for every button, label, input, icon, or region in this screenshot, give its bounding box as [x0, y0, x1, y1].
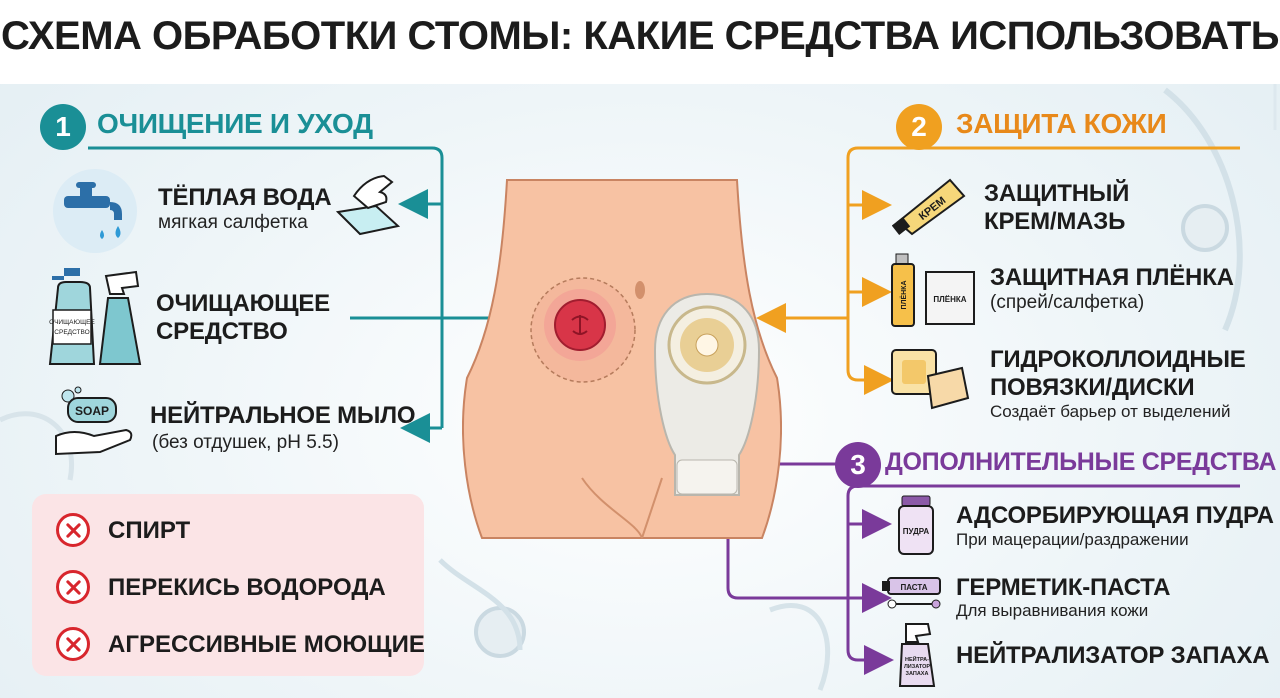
avoid-item-harsh-detergents: АГРЕССИВНЫЕ МОЮЩИЕ	[108, 631, 425, 658]
prohibited-icon	[56, 627, 90, 661]
hydrocolloid-icon	[891, 349, 970, 410]
avoid-item-alcohol: СПИРТ	[108, 517, 191, 544]
cream-title-line-1: ЗАЩИТНЫЙ	[984, 180, 1130, 207]
section-1-title: ОЧИЩЕНИЕ И УХОД	[97, 108, 373, 139]
protective-film-subtitle: (спрей/салфетка)	[990, 292, 1145, 313]
cream-title-line-2: КРЕМ/МАЗЬ	[984, 208, 1126, 235]
paste-title: ГЕРМЕТИК-ПАСТА	[956, 574, 1171, 601]
prohibited-icon	[56, 513, 90, 547]
hydrocolloid-title-line-2: ПОВЯЗКИ/ДИСКИ	[990, 374, 1195, 401]
film-spray-icon: ПЛЁНКА ПЛЁНКА	[891, 253, 975, 327]
section-1-number: 1	[40, 104, 86, 150]
paste-tube-icon: ПАСТА	[882, 577, 941, 609]
svg-text:СРЕДСТВО: СРЕДСТВО	[54, 329, 89, 336]
cleanser-title-line-1: ОЧИЩАЮЩЕЕ	[156, 290, 330, 317]
paste-subtitle: Для выравнивания кожи	[956, 601, 1149, 620]
avoid-item-peroxide: ПЕРЕКИСЬ ВОДОРОДА	[108, 574, 386, 601]
avoid-list-box	[32, 494, 424, 676]
page-title: СХЕМА ОБРАБОТКИ СТОМЫ: КАКИЕ СРЕДСТВА ИС…	[0, 14, 1280, 58]
section-2-number: 2	[896, 104, 942, 150]
powder-title: АДСОРБИРУЮЩАЯ ПУДРА	[956, 502, 1274, 529]
svg-text:ЛИЗАТОР: ЛИЗАТОР	[904, 664, 930, 670]
warm-water-title: ТЁПЛАЯ ВОДА	[158, 184, 332, 211]
neutral-soap-title: НЕЙТРАЛЬНОЕ МЫЛО	[150, 402, 416, 429]
section-3-title: ДОПОЛНИТЕЛЬНЫЕ СРЕДСТВА	[885, 448, 1277, 476]
warm-water-subtitle: мягкая салфетка	[158, 212, 308, 233]
ostomy-pouch-illustration	[653, 292, 761, 496]
svg-text:ПЛЁНКА: ПЛЁНКА	[900, 280, 908, 309]
cleanser-title-line-2: СРЕДСТВО	[156, 318, 288, 345]
soap-hand-icon: SOAP	[55, 386, 133, 456]
powder-jar-icon: ПУДРА	[898, 495, 934, 555]
svg-text:НЕЙТРА-: НЕЙТРА-	[905, 655, 929, 663]
svg-text:ОЧИЩАЮЩЕЕ: ОЧИЩАЮЩЕЕ	[49, 319, 95, 326]
svg-text:ПУДРА: ПУДРА	[903, 527, 930, 536]
svg-text:SOAP: SOAP	[75, 404, 109, 418]
protective-film-title: ЗАЩИТНАЯ ПЛЁНКА	[990, 264, 1234, 291]
odor-neutralizer-title: НЕЙТРАЛИЗАТОР ЗАПАХА	[956, 642, 1270, 669]
neutral-soap-subtitle: (без отдушек, pH 5.5)	[152, 432, 339, 453]
neutralizer-spray-icon: НЕЙТРА- ЛИЗАТОР ЗАПАХА	[898, 623, 936, 687]
hydrocolloid-subtitle: Создаёт барьер от выделений	[990, 402, 1231, 421]
hydrocolloid-title-line-1: ГИДРОКОЛЛОИДНЫЕ	[990, 346, 1246, 373]
prohibited-icon	[56, 570, 90, 604]
powder-subtitle: При мацерации/раздражении	[956, 530, 1189, 549]
cleanser-bottles-icon: ОЧИЩАЮЩЕЕ СРЕДСТВО	[48, 268, 142, 365]
svg-text:ПАСТА: ПАСТА	[900, 583, 927, 592]
faucet-icon	[53, 169, 137, 253]
header-bar	[0, 0, 1280, 84]
wipe-hand-icon	[335, 174, 401, 236]
svg-text:ПЛЁНКА: ПЛЁНКА	[933, 295, 966, 304]
stoma-illustration	[530, 277, 636, 383]
section-2-title: ЗАЩИТА КОЖИ	[956, 108, 1167, 139]
svg-text:ЗАПАХА: ЗАПАХА	[906, 671, 929, 677]
section-3-number: 3	[835, 442, 881, 488]
cream-tube-icon: КРЕМ	[892, 178, 966, 236]
